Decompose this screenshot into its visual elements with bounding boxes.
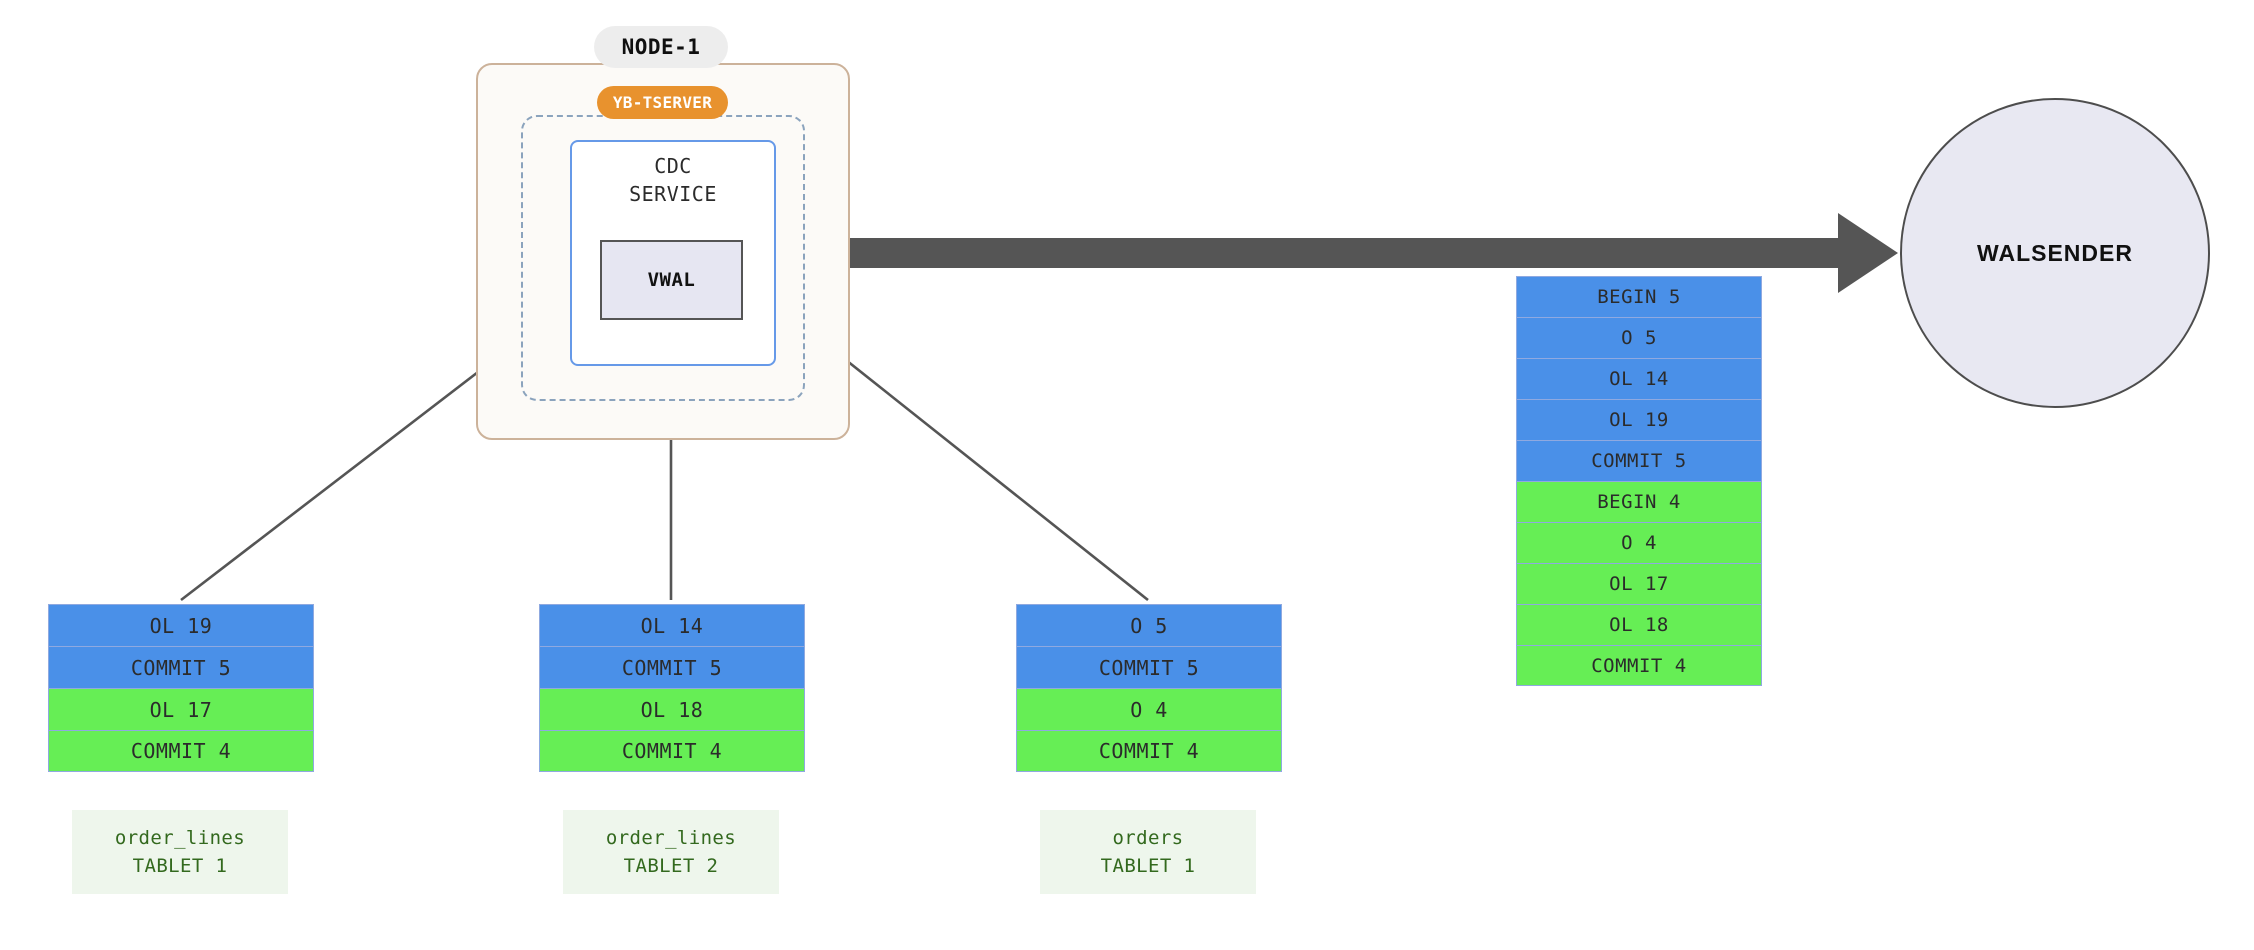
tablet-3-tablet-name: TABLET 1	[1100, 855, 1196, 877]
wal-stream-record: OL 17	[1516, 563, 1762, 604]
tablet-2-record: OL 18	[539, 688, 805, 730]
wal-stream-record: COMMIT 4	[1516, 645, 1762, 686]
tablet-1-table-name: order_lines	[114, 827, 246, 849]
tablet-3-table-name: orders	[1112, 827, 1184, 849]
tablet-3-record: O 5	[1016, 604, 1282, 646]
tablet-1-record: OL 19	[48, 604, 314, 646]
tablet-2-tablet-name: TABLET 2	[623, 855, 719, 877]
wal-stream-record: COMMIT 5	[1516, 440, 1762, 481]
cdc-service-label-line2: SERVICE	[629, 182, 717, 206]
node-1-badge: NODE-1	[594, 26, 728, 68]
wal-stream-record: OL 14	[1516, 358, 1762, 399]
tablet-1-record: COMMIT 4	[48, 730, 314, 772]
vwal-box: VWAL	[600, 240, 743, 320]
walsender-node: WALSENDER	[1900, 98, 2210, 408]
tablet-3-caption: orders TABLET 1	[1040, 810, 1256, 894]
tablet-2-table-name: order_lines	[605, 827, 737, 849]
tablet-1-record: OL 17	[48, 688, 314, 730]
tablet-3-record: COMMIT 5	[1016, 646, 1282, 688]
tablet-1-tablet-name: TABLET 1	[132, 855, 228, 877]
wal-stream-record: OL 19	[1516, 399, 1762, 440]
tablet-1-caption: order_lines TABLET 1	[72, 810, 288, 894]
tablet-3-record: COMMIT 4	[1016, 730, 1282, 772]
cdc-service-label-line1: CDC	[654, 154, 692, 178]
cdc-service-label: CDC SERVICE	[570, 152, 776, 208]
yb-tserver-badge: YB-TSERVER	[597, 86, 728, 119]
tablet-3-record: O 4	[1016, 688, 1282, 730]
tablet-2-caption: order_lines TABLET 2	[563, 810, 779, 894]
wal-stream-record: BEGIN 4	[1516, 481, 1762, 522]
tablet-1-record: COMMIT 5	[48, 646, 314, 688]
wal-stream-record: O 5	[1516, 317, 1762, 358]
tablet-2-record: COMMIT 4	[539, 730, 805, 772]
tablet-2-record: OL 14	[539, 604, 805, 646]
wal-stream-record: O 4	[1516, 522, 1762, 563]
tablet-2-record: COMMIT 5	[539, 646, 805, 688]
wal-stream-record: OL 18	[1516, 604, 1762, 645]
wal-stream-record: BEGIN 5	[1516, 276, 1762, 317]
